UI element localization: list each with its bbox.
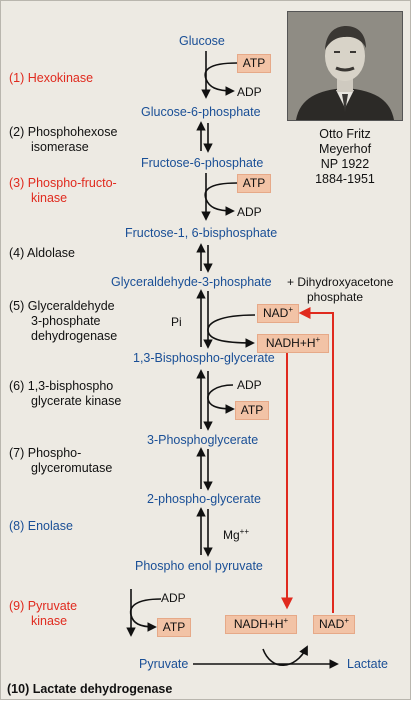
enzyme-phi-line1: (2) Phosphohexose: [9, 125, 118, 139]
portrait-photo: [287, 11, 403, 121]
cofactor-adp-9: ADP: [161, 591, 186, 605]
enzyme-gapdh-line1: (5) Glyceraldehyde: [9, 299, 115, 313]
enzyme-pgk-line2: glycerate kinase: [31, 394, 122, 408]
cofactor-nad: NAD: [262, 306, 289, 320]
cofactor-nadh: NADH+H: [265, 336, 316, 350]
cofactor-mg: Mg++: [223, 528, 249, 543]
portrait-nobel: NP 1922: [320, 157, 370, 171]
curve-atp-adp-2: [204, 182, 238, 216]
cofactor-adp-2: ADP: [237, 205, 262, 219]
curve-adp-atp-9: [129, 598, 162, 632]
metabolite-glucose: Glucose: [179, 34, 225, 48]
enzyme-gapdh-line2: 3-phosphate: [31, 314, 101, 328]
cofactor-mg-charge: ++: [239, 527, 250, 536]
metabolite-3pg: 3-Phosphoglycerate: [147, 433, 259, 447]
curve-adp-atp-6: [207, 384, 235, 414]
curve-atp-adp-1: [204, 62, 238, 96]
cofactor-nadh-box: NADH+H+: [257, 334, 329, 353]
metabolite-bpg: 1,3-Bisphospho-glycerate: [133, 351, 275, 365]
cofactor-atp-9: ATP: [157, 618, 191, 637]
cofactor-nadh-ldh: NADH+H: [233, 617, 284, 631]
cofactor-nadh-charge: +: [315, 335, 321, 344]
enzyme-gapdh-line3: dehydrogenase: [31, 329, 118, 343]
enzyme-hexokinase: (1) Hexokinase: [9, 71, 94, 85]
enzyme-pfk-line1: (3) Phospho-fructo-: [9, 176, 117, 190]
enzyme-pgk-line1: (6) 1,3-bisphospho: [9, 379, 114, 393]
curve-nad-nadh: [207, 314, 256, 348]
cofactor-nad-charge: +: [288, 305, 293, 314]
cofactor-nad-ldh-charge: +: [344, 616, 349, 625]
cofactor-pi: Pi: [171, 315, 182, 329]
metabolite-f16bp: Fructose-1, 6-bisphosphate: [125, 226, 278, 240]
portrait-name-line1: Otto Fritz: [319, 127, 371, 141]
cofactor-adp-1: ADP: [237, 85, 262, 99]
enzyme-ldh: (10) Lactate dehydrogenase: [7, 682, 173, 696]
enzyme-enolase: (8) Enolase: [9, 519, 73, 533]
cofactor-nadh-ldh-charge: +: [283, 616, 289, 625]
cofactor-nad-ldh: NAD: [318, 617, 345, 631]
metabolite-g3p: Glyceraldehyde-3-phosphate: [111, 275, 272, 289]
metabolite-lactate: Lactate: [347, 657, 389, 671]
enzyme-aldolase: (4) Aldolase: [9, 246, 76, 260]
cofactor-mg-symbol: Mg: [223, 528, 240, 542]
cofactor-adp-6: ADP: [237, 378, 262, 392]
cofactor-atp-6: ATP: [235, 401, 269, 420]
portrait-name-line2: Meyerhof: [318, 142, 372, 156]
cofactor-nadh-ldh-box: NADH+H+: [225, 615, 297, 634]
cofactor-atp-1: ATP: [237, 54, 271, 73]
metabolite-pep: Phospho enol pyruvate: [135, 559, 263, 573]
enzyme-pfk-line2: kinase: [31, 191, 68, 205]
enzyme-pgm-line2: glyceromutase: [31, 461, 113, 475]
cofactor-nad-box: NAD+: [257, 304, 299, 323]
metabolite-pyruvate: Pyruvate: [139, 657, 189, 671]
enzyme-pk-line2: kinase: [31, 614, 68, 628]
portrait-illustration: [288, 12, 402, 120]
metabolite-f6p: Fructose-6-phosphate: [141, 156, 264, 170]
portrait-years: 1884-1951: [315, 172, 375, 186]
red-arrow-nad-return: [298, 307, 334, 613]
cofactor-nad-ldh-box: NAD+: [313, 615, 355, 634]
enzyme-phi-line2: isomerase: [31, 140, 89, 154]
enzyme-pgm-line1: (7) Phospho-: [9, 446, 82, 460]
metabolite-2pg: 2-phospho-glycerate: [147, 492, 261, 506]
metabolite-dhap: + Dihydroxyacetone: [287, 275, 394, 289]
enzyme-pk-line1: (9) Pyruvate: [9, 599, 78, 613]
metabolite-g6p: Glucose-6-phosphate: [141, 105, 261, 119]
cofactor-atp-2: ATP: [237, 174, 271, 193]
metabolite-dhap-line2: phosphate: [307, 290, 364, 304]
curve-nadh-nad: [262, 645, 308, 666]
